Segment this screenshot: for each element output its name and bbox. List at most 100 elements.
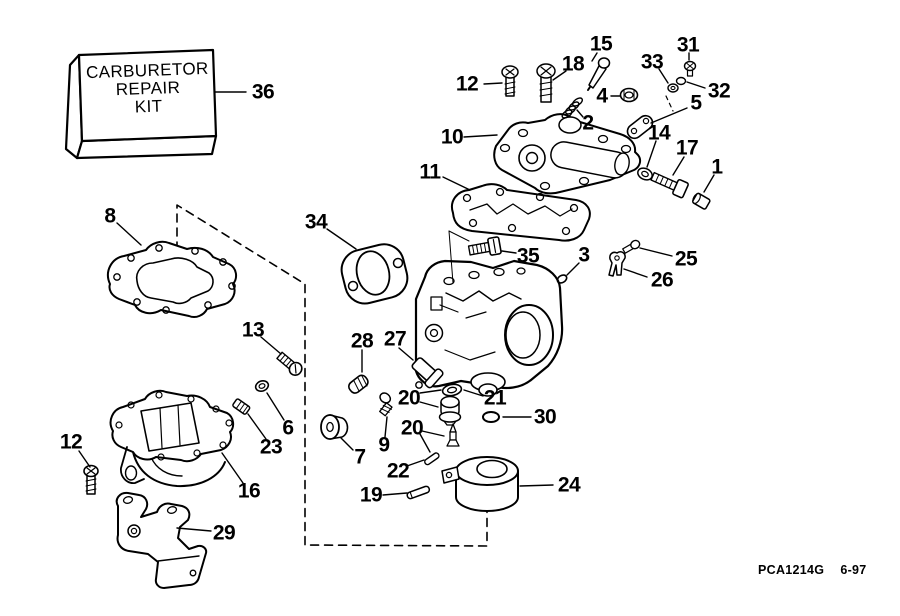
callout-24: 24 — [557, 473, 581, 497]
needle-15 — [587, 57, 611, 91]
callout-28: 28 — [350, 329, 374, 353]
leader-line — [519, 484, 554, 487]
callout-14: 14 — [647, 121, 671, 145]
leader-line — [78, 450, 91, 468]
clip-26 — [608, 251, 626, 277]
callout-17: 17 — [675, 136, 699, 160]
screw-12-top — [501, 65, 519, 97]
screw-12-bottom — [83, 464, 99, 495]
bushing-23 — [232, 398, 251, 415]
nut-4 — [619, 87, 639, 103]
leader-line — [247, 413, 267, 440]
callout-18: 18 — [561, 52, 585, 76]
leader-line — [326, 228, 357, 250]
leader-line — [639, 247, 673, 257]
repair-kit-label: CARBURETOR REPAIR KIT — [83, 59, 213, 118]
ring-32 — [675, 76, 687, 86]
callout-25: 25 — [674, 247, 698, 271]
callout-13: 13 — [241, 318, 265, 342]
leader-line — [483, 82, 503, 85]
fitting-27 — [411, 357, 444, 389]
flange-gasket-34 — [340, 243, 409, 305]
repair-kit-box — [64, 48, 218, 160]
leader-line — [442, 176, 471, 191]
callout-4: 4 — [596, 84, 608, 108]
callout-20-lower: 20 — [400, 416, 424, 440]
projection-line — [448, 230, 454, 284]
roller-7 — [320, 414, 349, 440]
leader-line — [501, 250, 517, 254]
leader-line — [686, 81, 706, 89]
callout-21: 21 — [483, 386, 507, 410]
callout-11: 11 — [419, 160, 441, 184]
leader-line — [384, 416, 388, 438]
callout-27: 27 — [383, 327, 407, 351]
washer-6 — [254, 380, 270, 392]
callout-6: 6 — [282, 416, 294, 440]
callout-12-top: 12 — [455, 72, 479, 96]
needle-valve-20 — [446, 423, 460, 447]
callout-26: 26 — [650, 268, 674, 292]
callout-29: 29 — [212, 521, 236, 545]
callout-19: 19 — [359, 483, 383, 507]
callout-32: 32 — [707, 79, 731, 103]
callout-12-bottom: 12 — [59, 430, 83, 454]
callout-22: 22 — [386, 459, 410, 483]
nut-33 — [667, 83, 679, 93]
pin-22 — [424, 452, 440, 466]
leader-line — [646, 140, 657, 168]
kit-boundary-dashed — [176, 95, 674, 547]
callout-15: 15 — [589, 32, 613, 56]
callout-1: 1 — [711, 155, 723, 179]
date-code: 6-97 — [840, 563, 867, 577]
callout-10: 10 — [440, 125, 464, 149]
callout-8: 8 — [104, 204, 116, 228]
callout-20-upper: 20 — [397, 386, 421, 410]
callout-7: 7 — [354, 445, 366, 469]
leader-line — [382, 492, 408, 496]
callout-9: 9 — [378, 433, 390, 457]
projection-line — [448, 230, 470, 242]
screw-31 — [683, 60, 697, 77]
leader-line — [576, 109, 584, 118]
washer-14 — [637, 167, 653, 181]
callout-5: 5 — [690, 91, 702, 115]
bracket-29 — [115, 491, 208, 589]
leader-line — [591, 52, 598, 62]
screw-35 — [467, 236, 502, 256]
leader-line — [116, 222, 142, 246]
leader-line — [419, 433, 431, 453]
carburetor-body — [414, 259, 564, 397]
pump-gasket — [451, 183, 591, 242]
float-bowl — [109, 389, 235, 488]
part-code: PCA1214G — [758, 563, 825, 577]
drawing-code: PCA1214G 6-97 — [758, 563, 867, 577]
leader-line — [623, 268, 648, 278]
spring-2 — [561, 97, 584, 119]
leader-line — [260, 336, 282, 355]
leader-line — [266, 392, 285, 421]
pump-cover — [493, 113, 642, 195]
screw-9 — [379, 392, 393, 417]
o-ring-3 — [556, 274, 568, 284]
leader-line — [566, 262, 580, 276]
clip-30 — [482, 411, 500, 423]
leader-line — [650, 107, 688, 124]
leader-line — [421, 430, 445, 437]
callout-33: 33 — [640, 50, 664, 74]
callout-35: 35 — [516, 244, 540, 268]
leader-line — [463, 389, 484, 397]
gasket-8 — [106, 240, 238, 319]
float-24 — [441, 456, 519, 512]
leader-line — [419, 401, 439, 408]
callout-31: 31 — [676, 33, 700, 57]
leader-line — [406, 459, 425, 467]
leader-line — [221, 452, 244, 484]
leader-line — [340, 437, 354, 451]
leader-line — [419, 389, 442, 394]
leader-line — [176, 527, 212, 532]
callout-36: 36 — [251, 80, 275, 104]
leader-line — [398, 347, 414, 361]
